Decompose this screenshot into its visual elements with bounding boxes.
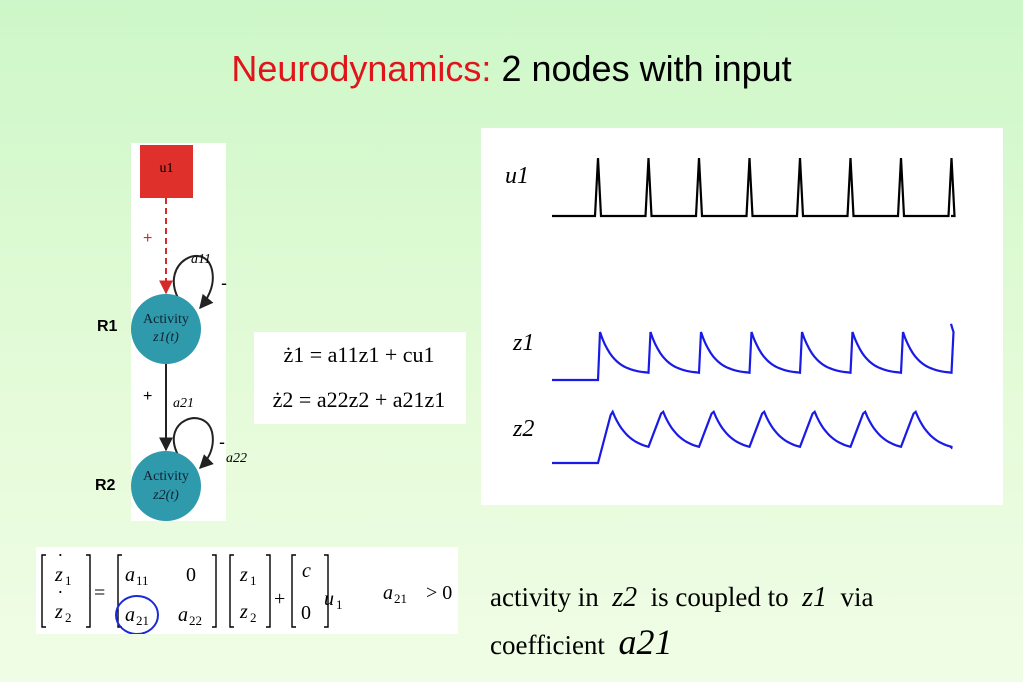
var-z2: z2 [612, 582, 638, 613]
equations-panel: ż1 = a11z1 + cu1 ż2 = a22z2 + a21z1 [254, 332, 466, 424]
region-r1-label: R1 [97, 318, 118, 335]
timeseries-panel [481, 128, 1003, 505]
self-loop-r1 [172, 254, 214, 310]
input-sign: + [143, 230, 153, 247]
svg-text:2: 2 [65, 610, 72, 625]
svg-text:1: 1 [250, 573, 257, 588]
svg-text:z: z [54, 601, 63, 623]
region-r2-label: R2 [95, 477, 116, 494]
trace-z1 [552, 323, 955, 382]
svg-text:11: 11 [136, 573, 149, 588]
trace-u1 [552, 157, 956, 218]
svg-text:a: a [383, 582, 393, 604]
svg-text:z: z [54, 564, 63, 586]
matrix-equation-panel [36, 547, 458, 634]
title-keyword: Neurodynamics: [231, 48, 492, 89]
svg-text:a: a [125, 604, 135, 626]
description-line-1: activity in z2 is coupled to z1 via [490, 582, 874, 613]
coupling-sign: + [143, 388, 153, 405]
input-node-label: u1 [159, 161, 174, 176]
svg-text:0: 0 [186, 564, 196, 586]
node-r2 [131, 451, 201, 521]
trace-z2 [552, 409, 953, 465]
trace-label-u1: u1 [505, 163, 529, 189]
var-z1: z1 [802, 582, 828, 613]
node-r1-text2: z1(t) [153, 330, 179, 345]
svg-text:a: a [178, 604, 188, 626]
svg-text:z: z [239, 601, 248, 623]
label-a21: a21 [173, 396, 194, 411]
svg-text:˙: ˙ [57, 587, 64, 609]
node-r2-text2: z2(t) [153, 488, 179, 503]
node-r2-text1: Activity [143, 469, 189, 484]
svg-text:c: c [302, 560, 311, 582]
node-r1 [131, 294, 201, 364]
node-r1-text1: Activity [143, 312, 189, 327]
equation-2: ż2 = a22z2 + a21z1 [272, 387, 446, 412]
svg-text:a: a [125, 564, 135, 586]
label-a22: a22 [226, 451, 247, 466]
trace-label-z2: z2 [513, 416, 535, 442]
svg-text:21: 21 [136, 613, 149, 628]
self-loop-r2 [172, 417, 214, 469]
svg-text:+: + [274, 588, 285, 610]
svg-text:2: 2 [250, 610, 257, 625]
slide-title: Neurodynamics: 2 nodes with input [0, 48, 1023, 90]
timeseries-plot [552, 157, 956, 465]
svg-text:0: 0 [301, 602, 311, 624]
svg-text:1: 1 [65, 573, 72, 588]
svg-text:z: z [239, 564, 248, 586]
input-node-box [140, 145, 193, 198]
self-sign-r1: - [221, 273, 227, 293]
title-rest: 2 nodes with input [501, 48, 792, 89]
description-line-2: coefficient a21 [490, 622, 673, 662]
svg-text:21: 21 [394, 591, 407, 606]
highlight-circle-a21 [115, 595, 159, 634]
svg-text:˙: ˙ [57, 550, 64, 572]
description: activity in z2 is coupled to z1 via coef… [490, 575, 874, 667]
trace-label-z1: z1 [513, 330, 535, 356]
svg-text:> 0: > 0 [426, 582, 452, 604]
svg-text:22: 22 [189, 613, 202, 628]
equation-1: ż1 = a11z1 + cu1 [283, 342, 435, 367]
var-a21: a21 [618, 622, 673, 662]
self-sign-r2: - [219, 432, 225, 452]
svg-text:=: = [94, 582, 105, 604]
svg-text:1: 1 [336, 597, 343, 612]
svg-text:u: u [324, 588, 334, 610]
label-a11: a11 [191, 252, 211, 267]
